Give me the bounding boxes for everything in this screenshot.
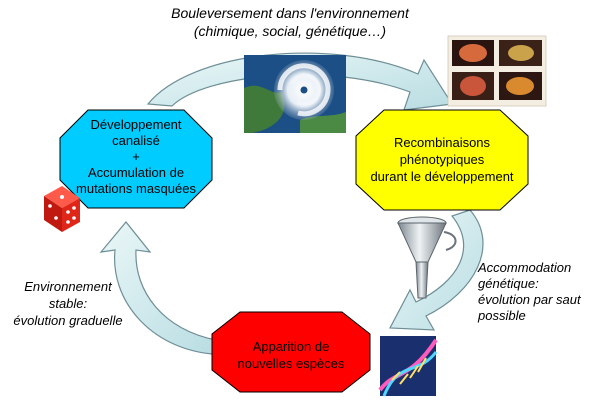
top-caption-line-2: (chimique, social, génétique…) (193, 23, 387, 39)
node-recombinations-text: Recombinaisons phénotypiques durant le d… (356, 134, 528, 185)
accommodation-line-2: génétique: (478, 276, 539, 291)
new-species-line-1: Apparition de (252, 339, 330, 354)
node-new-species-text: Apparition de nouvelles espèces (212, 338, 370, 372)
canalized-line-3: + (132, 149, 140, 164)
node-phenotypic-recombinations (355, 109, 529, 211)
dice-icon (44, 186, 80, 232)
hurricane-satellite-icon (244, 55, 346, 133)
stable-line-2: stable: (48, 296, 88, 311)
arrow-left (99, 221, 217, 355)
canalized-line-5: mutations masquées (76, 181, 196, 196)
funnel-icon (397, 216, 457, 299)
recombinations-line-2: phénotypiques (399, 152, 485, 167)
embryo-photos-icon (447, 35, 547, 107)
stable-line-1: Environnement (24, 279, 112, 294)
canalized-line-4: Accumulation de (87, 165, 185, 180)
canalized-line-2: canalisé (112, 133, 160, 148)
recombinations-line-1: Recombinaisons (393, 135, 491, 150)
node-canalized-development (59, 109, 213, 209)
top-caption: Bouleversement dans l'environnement (chi… (120, 4, 460, 40)
accommodation-line-4: possible (478, 308, 526, 323)
stable-line-3: évolution graduelle (13, 313, 123, 328)
new-species-line-2: nouvelles espèces (237, 356, 345, 371)
node-new-species (211, 311, 371, 393)
dna-helix-icon (378, 336, 438, 397)
accommodation-line-1: Accommodation (478, 260, 572, 275)
node-canalized-text: Développement canalisé + Accumulation de… (60, 117, 212, 197)
stable-environment-caption: Environnement stable: évolution graduell… (8, 278, 128, 329)
recombinations-line-3: durant le développement (370, 169, 514, 184)
accommodation-line-3: évolution par saut (478, 292, 581, 307)
top-caption-line-1: Bouleversement dans l'environnement (171, 5, 409, 21)
accommodation-caption: Accommodation génétique: évolution par s… (478, 260, 596, 324)
arrow-right (389, 209, 484, 331)
canalized-line-1: Développement (90, 117, 182, 132)
